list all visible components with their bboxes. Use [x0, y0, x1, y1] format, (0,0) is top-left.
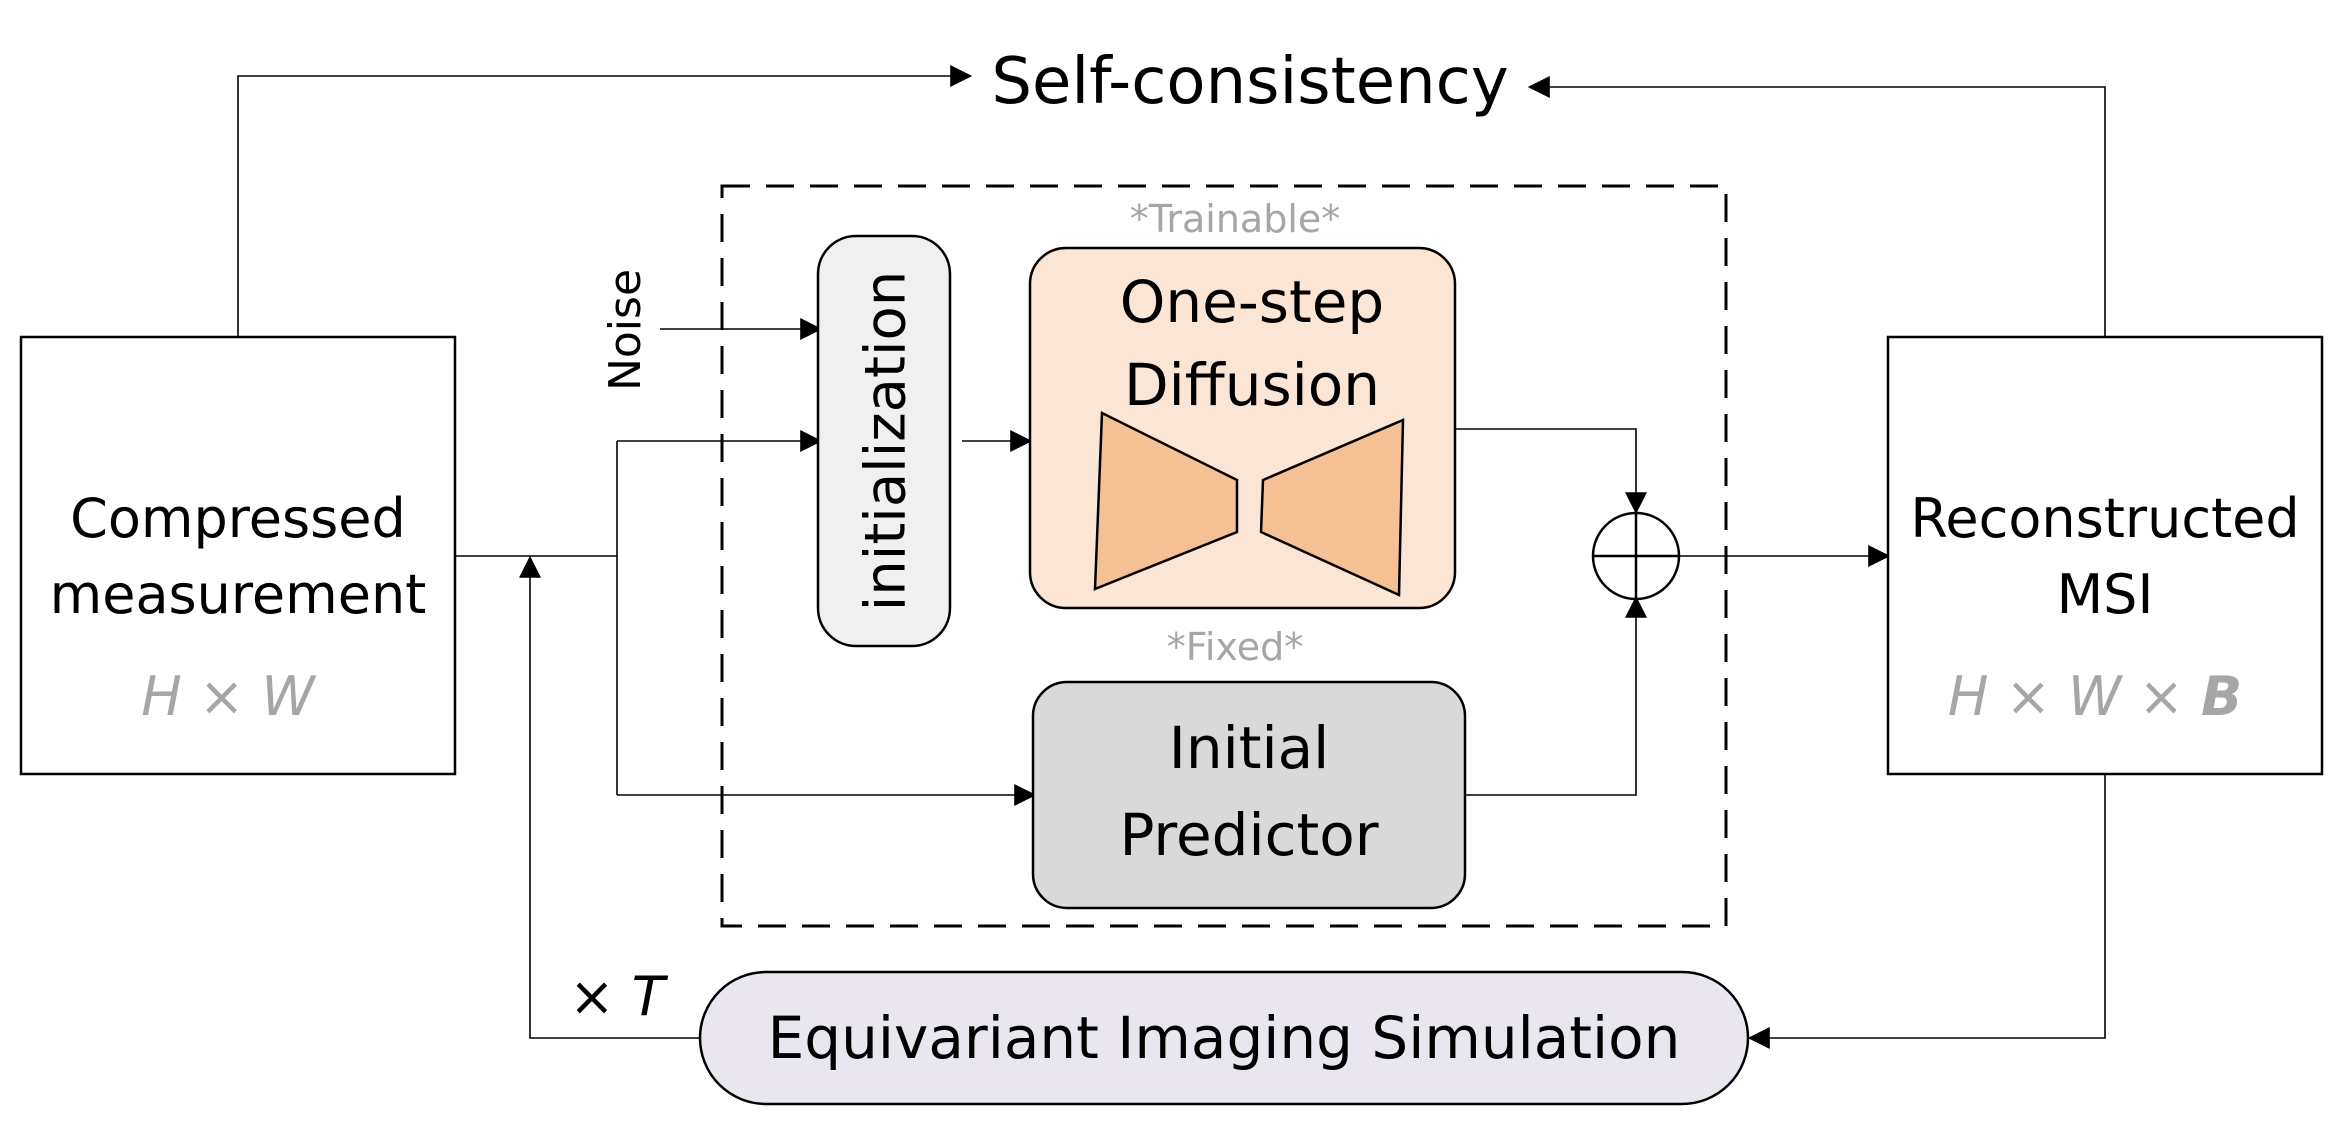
predictor-label-line2: Predictor — [1119, 801, 1378, 869]
output-to-simulation-arrow — [1747, 774, 2106, 1049]
equivariant-simulation-block — [698, 970, 1750, 1106]
initial-predictor-block — [1031, 680, 1467, 910]
compressed-measurement-label-line1: Compressed — [70, 487, 406, 550]
initialization-block — [816, 234, 952, 648]
diffusion-to-sum-arrow — [1456, 428, 1647, 515]
reconstructed-msi-dims-band: B — [2201, 665, 2242, 728]
self-consistency-right-arrow — [1527, 76, 2106, 337]
fixed-tag: *Fixed* — [1167, 625, 1303, 669]
compressed-measurement-dims: H × W — [141, 665, 317, 728]
reconstructed-msi-label-line1: Reconstructed — [1910, 487, 2299, 550]
predictor-to-sum-arrow — [1466, 595, 1647, 796]
initialization-label: initialization — [854, 271, 919, 612]
diffusion-label-line1: One-step — [1120, 268, 1384, 336]
summation-node — [1591, 511, 1681, 601]
repeat-count-label: × T — [569, 965, 668, 1028]
trainable-tag: *Trainable* — [1130, 197, 1341, 241]
noise-label: Noise — [600, 269, 651, 391]
reconstructed-msi-label-line2: MSI — [2057, 563, 2154, 626]
compressed-measurement-box — [19, 335, 457, 776]
self-consistency-left-arrow — [237, 65, 973, 337]
self-consistency-title: Self-consistency — [991, 45, 1508, 119]
reconstructed-msi-dims: H × W × B — [1948, 665, 2242, 728]
reconstructed-msi-dims-prefix: H × W × — [1948, 665, 2201, 728]
diffusion-label-line2: Diffusion — [1124, 351, 1380, 419]
compressed-measurement-label-line2: measurement — [50, 563, 427, 626]
reconstructed-msi-box — [1886, 335, 2324, 776]
simulation-feedback-arrow — [519, 555, 700, 1039]
decoder-trapezoid — [1259, 418, 1405, 597]
equivariant-simulation-label: Equivariant Imaging Simulation — [768, 1004, 1681, 1072]
encoder-trapezoid — [1093, 411, 1239, 591]
predictor-label-line1: Initial — [1169, 714, 1330, 782]
